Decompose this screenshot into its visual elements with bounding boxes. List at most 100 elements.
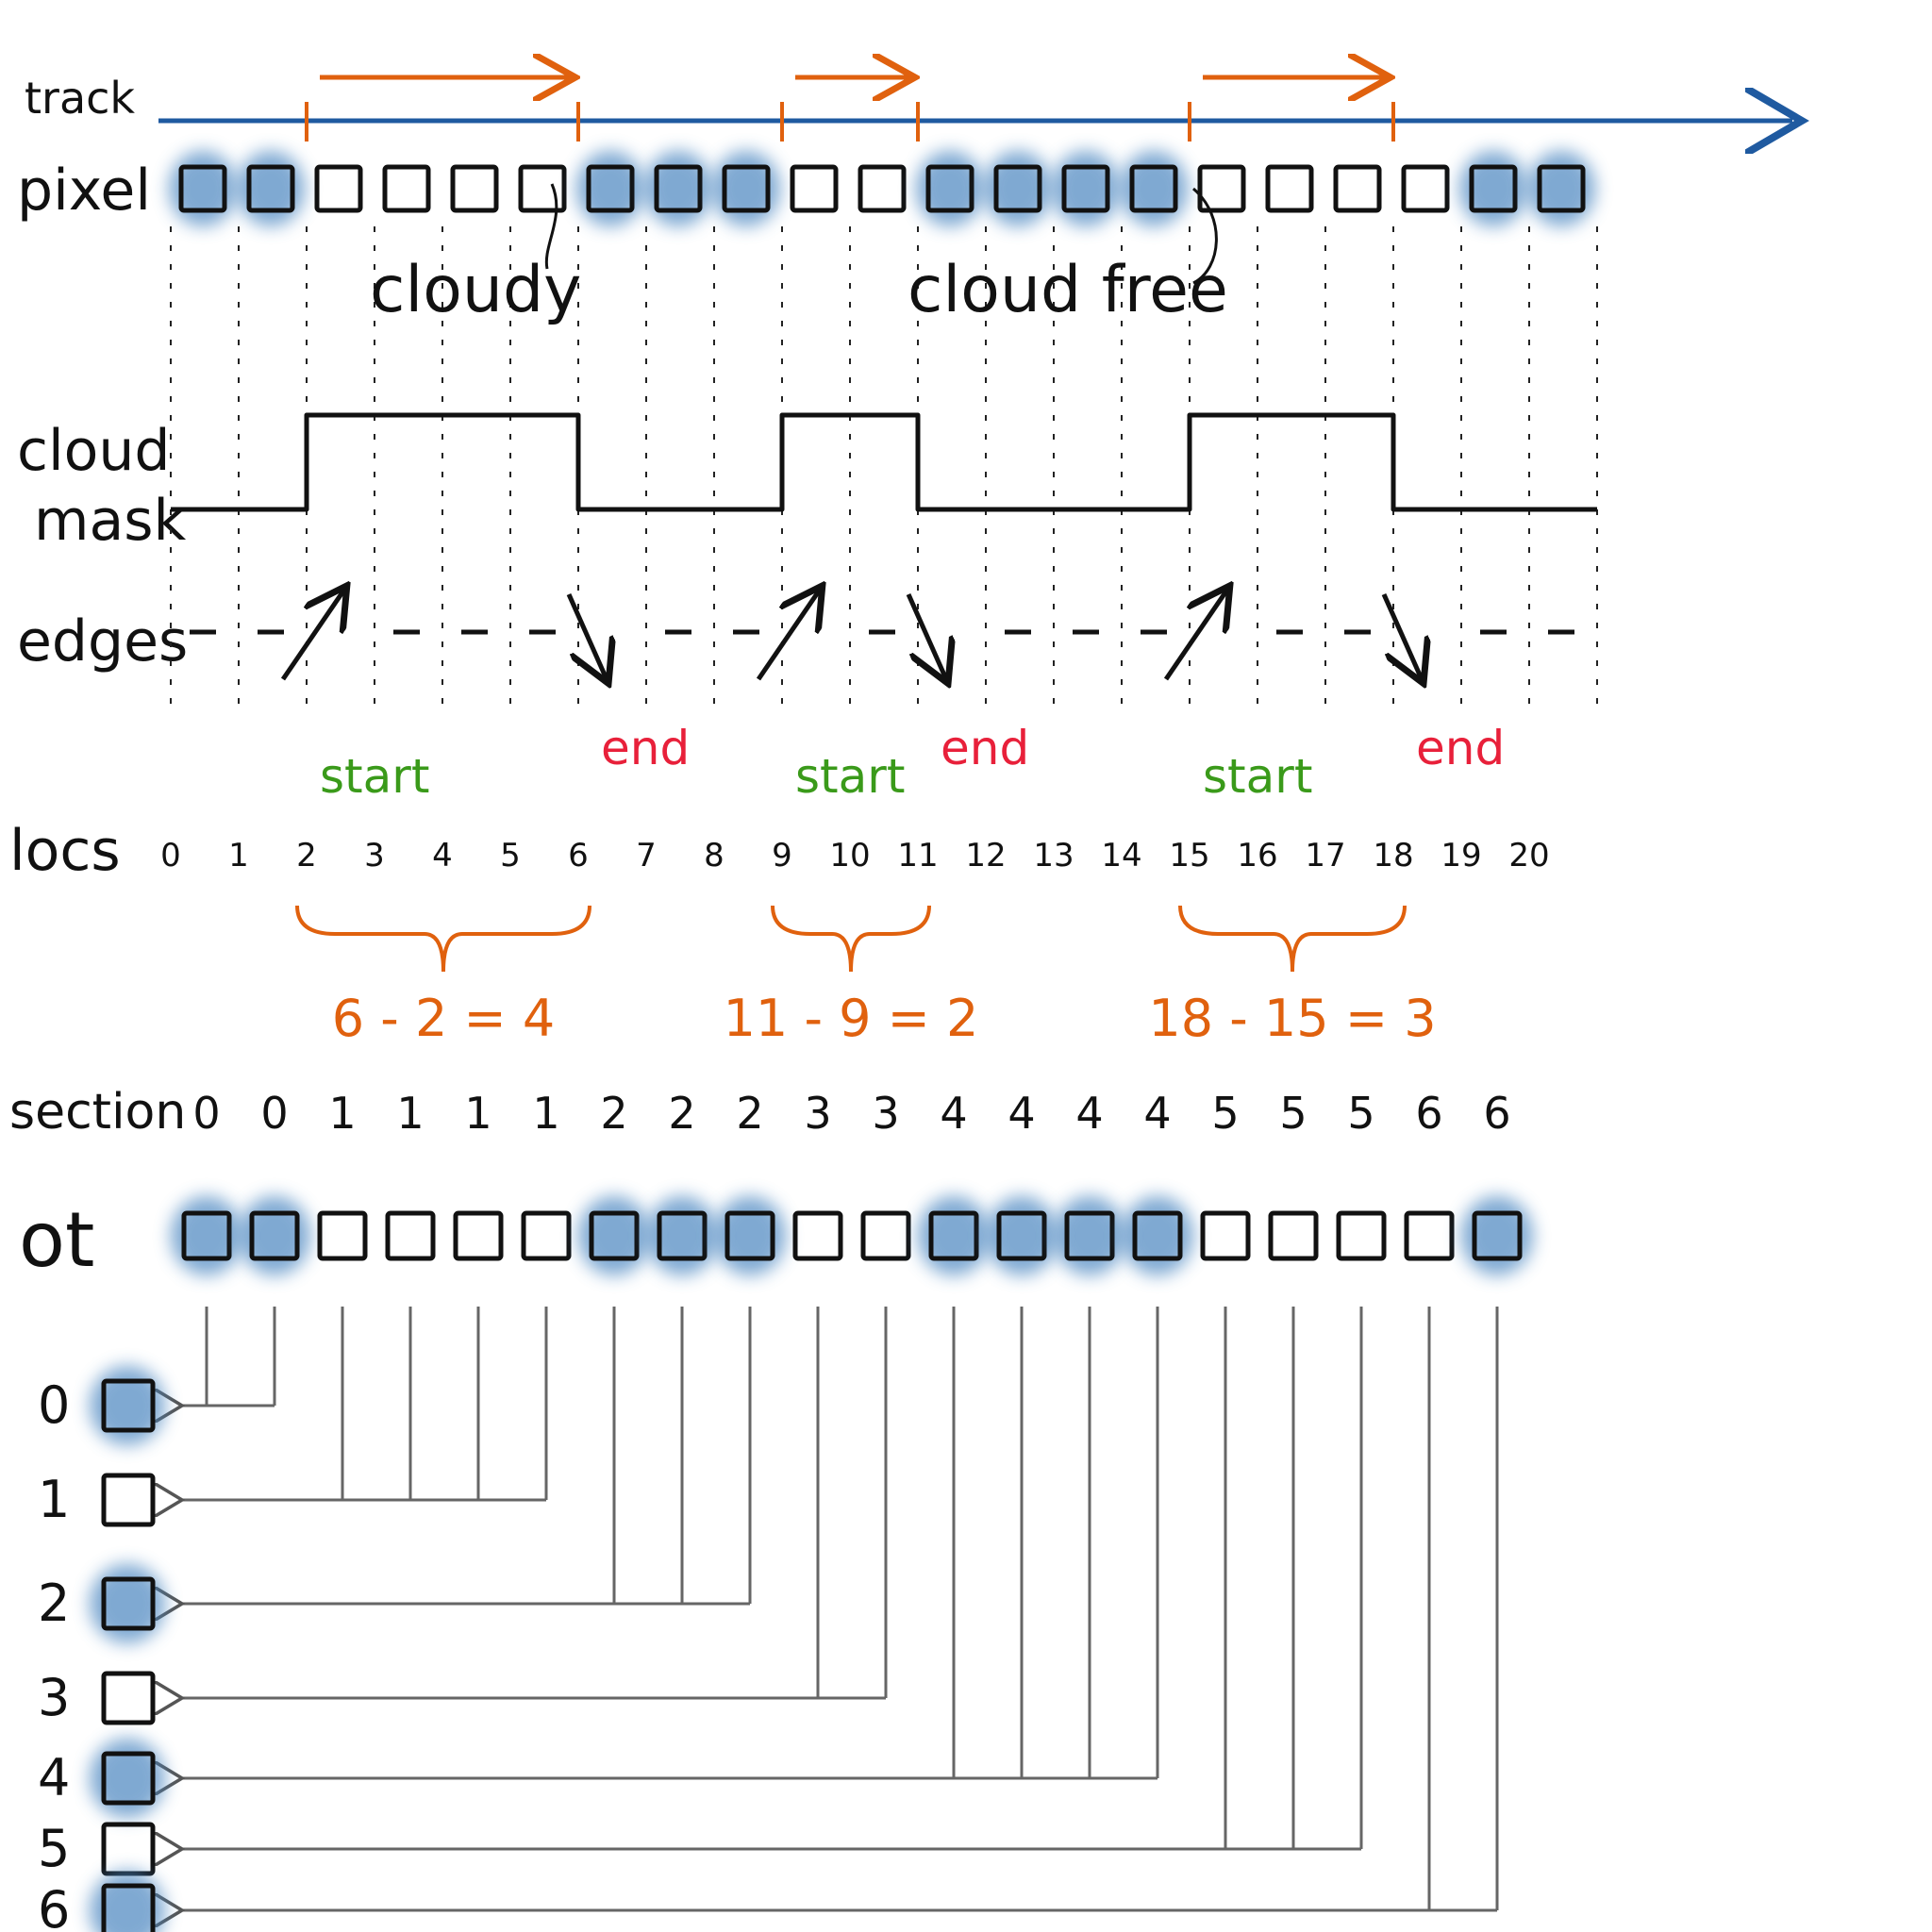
- edge-rising-arrow: [756, 590, 820, 681]
- group-cloud-blob: [90, 1739, 165, 1818]
- section-index: 3: [872, 1088, 899, 1139]
- loc-index: 1: [228, 837, 249, 874]
- ot-cloud-blob: [714, 1196, 786, 1275]
- edge-rising-arrow: [280, 590, 344, 681]
- loc-index: 12: [965, 837, 1006, 874]
- end-label: end: [601, 721, 690, 775]
- pixel-cloud-blob: [1527, 151, 1595, 226]
- loc-index: 19: [1441, 837, 1481, 874]
- pixel-box: [1265, 164, 1314, 213]
- section-index: 5: [1347, 1088, 1374, 1139]
- cloud-mask-row: [171, 412, 1597, 512]
- ot-box: [1132, 1210, 1183, 1261]
- ot-cloud-blob: [239, 1196, 310, 1275]
- pixel-box: [925, 164, 974, 213]
- loc-index: 20: [1508, 837, 1549, 874]
- group-box: [101, 1576, 156, 1631]
- group-box: [101, 1822, 156, 1876]
- ot-box: [385, 1210, 436, 1261]
- loc-index: 7: [636, 837, 657, 874]
- pixel-box: [382, 164, 431, 213]
- pixel-cloud-blob: [916, 151, 984, 226]
- section-index: 6: [1415, 1088, 1442, 1139]
- group-index: 3: [38, 1668, 70, 1727]
- ot-row: [171, 1196, 1533, 1275]
- interval-brace: [771, 905, 931, 973]
- group-cloud-blob: [90, 1366, 165, 1445]
- pixel-box: [1197, 164, 1246, 213]
- loc-index: 18: [1373, 837, 1413, 874]
- pixel-box: [586, 164, 635, 213]
- ot-cloud-blob: [646, 1196, 718, 1275]
- loc-index: 3: [364, 837, 385, 874]
- section-index: 0: [260, 1088, 288, 1139]
- group-index: 6: [38, 1880, 70, 1932]
- end-label: end: [941, 721, 1029, 775]
- loc-index: 17: [1305, 837, 1345, 874]
- pixel-box: [654, 164, 703, 213]
- pixel-cloud-blob: [1459, 151, 1527, 226]
- ot-box: [657, 1210, 708, 1261]
- ot-cloud-blob: [986, 1196, 1058, 1275]
- ot-box: [860, 1210, 911, 1261]
- edge-falling-arrow: [1381, 592, 1422, 679]
- ot-box: [724, 1210, 775, 1261]
- pixel-box: [1469, 164, 1518, 213]
- section-index: 5: [1211, 1088, 1239, 1139]
- pixel-box: [1401, 164, 1450, 213]
- section-index: 1: [532, 1088, 559, 1139]
- pixel-cloud-blob: [1120, 151, 1188, 226]
- interval-length: 18 - 15 = 3: [1148, 989, 1436, 1048]
- start-label: start: [795, 749, 905, 804]
- pixel-box: [858, 164, 907, 213]
- cloud-free-pointer: [1192, 187, 1218, 285]
- ot-box: [1064, 1210, 1115, 1261]
- pixel-cloud-blob: [237, 151, 305, 226]
- pixel-box: [314, 164, 363, 213]
- ot-box: [996, 1210, 1047, 1261]
- interval-brace: [295, 905, 591, 973]
- loc-index: 4: [432, 837, 453, 874]
- section-index: 1: [328, 1088, 356, 1139]
- edge-rising-arrow: [1163, 590, 1227, 681]
- edge-falling-arrow: [906, 592, 946, 679]
- loc-index: 14: [1101, 837, 1141, 874]
- loc-index: 8: [704, 837, 724, 874]
- section-index: 1: [464, 1088, 491, 1139]
- group-index: 5: [38, 1819, 70, 1878]
- end-label: end: [1416, 721, 1505, 775]
- section-index: 0: [192, 1088, 220, 1139]
- interval-brace: [1178, 905, 1407, 973]
- ot-box: [589, 1210, 640, 1261]
- loc-index: 0: [160, 837, 181, 874]
- ot-box: [521, 1210, 572, 1261]
- pixel-cloud-blob: [712, 151, 780, 226]
- loc-index: 13: [1033, 837, 1074, 874]
- interval-length: 11 - 9 = 2: [724, 989, 979, 1048]
- loc-index: 16: [1237, 837, 1277, 874]
- locs-label: locs: [9, 818, 121, 884]
- pixel-cloud-blob: [576, 151, 644, 226]
- section-index: 6: [1483, 1088, 1510, 1139]
- cloudy-pointer: [544, 183, 558, 270]
- ot-cloud-blob: [578, 1196, 650, 1275]
- pixel-cloud-blob: [169, 151, 237, 226]
- edge-falling-arrow: [566, 592, 607, 679]
- section-index: 2: [668, 1088, 695, 1139]
- ot-box: [792, 1210, 843, 1261]
- group-index: 4: [38, 1748, 70, 1807]
- loc-index: 9: [772, 837, 792, 874]
- edges-row: [190, 590, 1574, 679]
- group-box: [101, 1378, 156, 1433]
- interval-length: 6 - 2 = 4: [332, 989, 555, 1048]
- group-index: 0: [38, 1375, 70, 1435]
- cloudy-annotation: cloudy: [370, 253, 581, 327]
- section-index: 1: [396, 1088, 424, 1139]
- ot-cloud-blob: [918, 1196, 990, 1275]
- ot-box: [249, 1210, 300, 1261]
